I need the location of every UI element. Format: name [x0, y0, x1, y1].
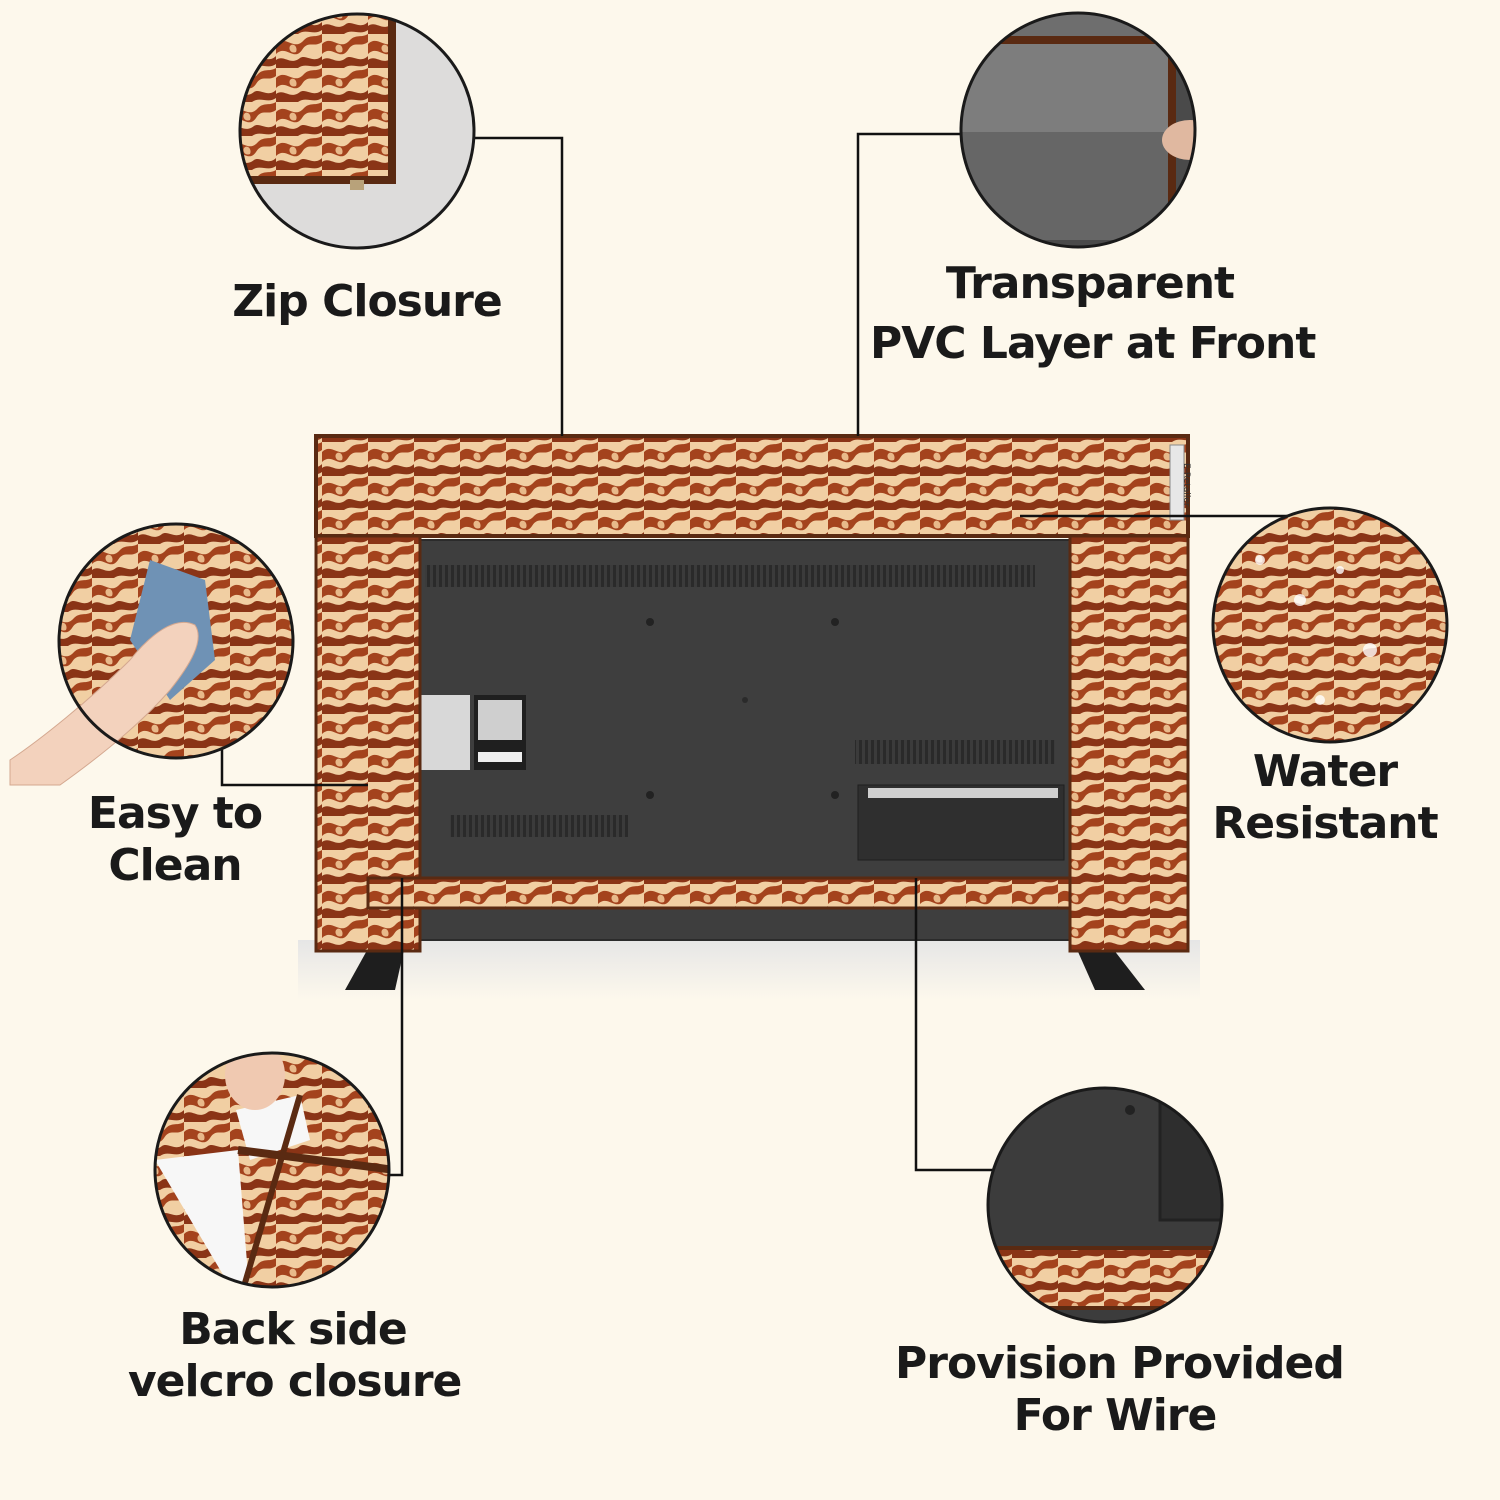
- velcro-circle: [153, 1051, 391, 1289]
- transparent-pvc-label: Transparent PVC Layer at Front: [870, 254, 1316, 374]
- wire-provision-label-line-2: For Wire: [1013, 1390, 1218, 1441]
- cover-right-side: [1068, 534, 1190, 953]
- easy-to-clean-label-line-2: Clean: [108, 840, 242, 891]
- cleaning-circle: [9, 522, 295, 786]
- cover-top-band: [314, 434, 1190, 538]
- transparent-pvc-label-line-2: PVC Layer at Front: [870, 318, 1316, 369]
- zip-closure-label-line: Zip Closure: [232, 276, 502, 327]
- zip-closure-circle: [238, 12, 476, 250]
- water-resistant-label: Water Resistant: [1205, 746, 1445, 850]
- velcro-closure-label-line-2: velcro closure: [128, 1356, 462, 1407]
- tv-stand-right: [1075, 945, 1145, 990]
- cover-bottom-band: [366, 876, 1072, 910]
- wire-provision-label-line-1: Provision Provided: [895, 1338, 1345, 1389]
- wire-provision-label: Provision Provided For Wire: [895, 1338, 1345, 1442]
- wire-provision-circle: [986, 1086, 1224, 1324]
- easy-to-clean-label-line-1: Easy to: [87, 788, 263, 839]
- zip-closure-label: Zip Closure: [217, 276, 517, 328]
- water-resistant-circle: [1211, 506, 1449, 744]
- brand-tag: E-Retailer: [1181, 463, 1191, 507]
- tv-stand-left: [345, 945, 405, 990]
- tv-back-panel: [419, 539, 1081, 941]
- velcro-closure-label-line-1: Back side: [179, 1304, 408, 1355]
- transparent-pvc-label-line-1: Transparent: [945, 258, 1235, 309]
- easy-to-clean-label: Easy to Clean: [60, 788, 290, 892]
- velcro-closure-label: Back side velcro closure: [128, 1304, 462, 1408]
- water-resistant-label-line-1: Water: [1252, 746, 1398, 797]
- pvc-layer-circle: [959, 11, 1197, 249]
- water-resistant-label-line-2: Resistant: [1212, 798, 1438, 849]
